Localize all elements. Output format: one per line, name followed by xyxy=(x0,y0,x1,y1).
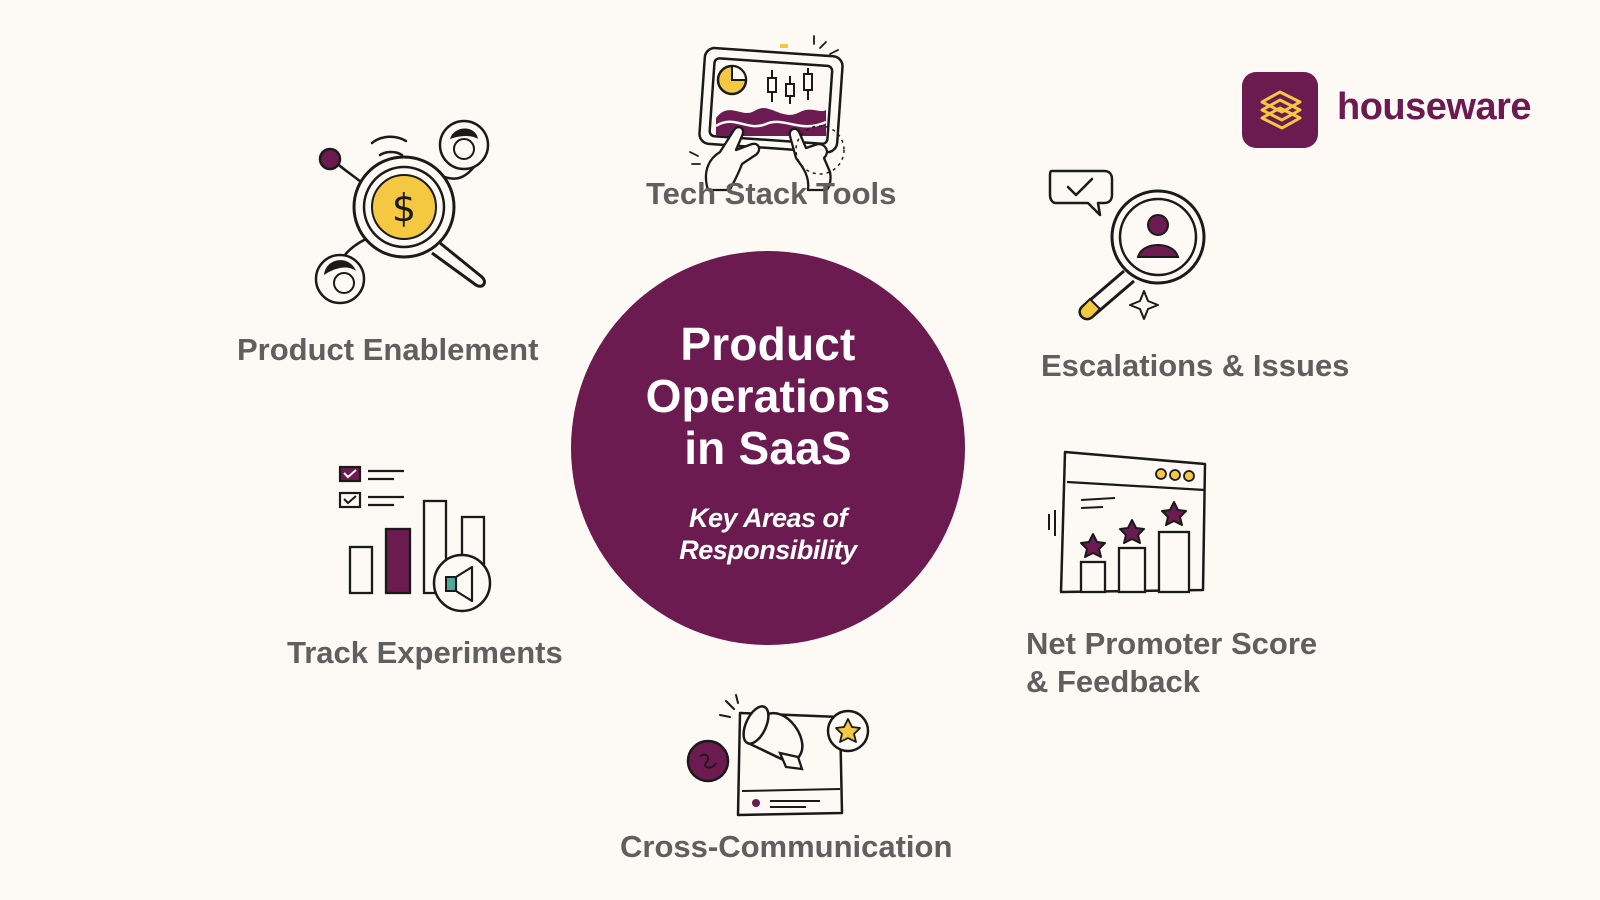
bar-chart-checklist-megaphone-icon xyxy=(338,465,492,613)
magnifier-user-check-icon xyxy=(1048,169,1206,321)
center-title: Product Operations in SaaS xyxy=(646,318,891,474)
label-product-enablement: Product Enablement xyxy=(237,332,539,367)
megaphone-screen-star-icon xyxy=(686,694,870,817)
tablet-chart-hands-icon xyxy=(689,35,845,192)
label-track-experiments: Track Experiments xyxy=(287,635,563,670)
center-title-line-1: Product xyxy=(680,318,856,370)
center-title-line-2: Operations xyxy=(645,370,891,422)
svg-text:$: $ xyxy=(392,186,416,230)
magnifier-dollar-people-icon: $ xyxy=(314,119,490,305)
brand-name: houseware xyxy=(1337,86,1532,128)
center-circle: Product Operations in SaaS Key Areas of … xyxy=(571,251,965,645)
label-cross-communication: Cross-Communication xyxy=(620,829,953,864)
center-subtitle: Key Areas of Responsibility xyxy=(679,502,857,566)
label-nps-line-1: Net Promoter Score xyxy=(1026,626,1318,661)
label-nps-feedback: Net Promoter Score & Feedback xyxy=(1026,625,1317,701)
center-subtitle-line-2: Responsibility xyxy=(679,535,857,565)
label-tech-stack-tools: Tech Stack Tools xyxy=(646,176,897,211)
center-title-line-3: in SaaS xyxy=(684,422,852,474)
label-escalations-issues: Escalations & Issues xyxy=(1041,348,1350,383)
logo-glyph xyxy=(1260,90,1302,130)
label-nps-line-2: & Feedback xyxy=(1026,664,1201,699)
center-subtitle-line-1: Key Areas of xyxy=(688,503,848,533)
houseware-logo-icon xyxy=(1242,72,1318,148)
browser-star-rating-bars-icon xyxy=(1048,450,1207,594)
